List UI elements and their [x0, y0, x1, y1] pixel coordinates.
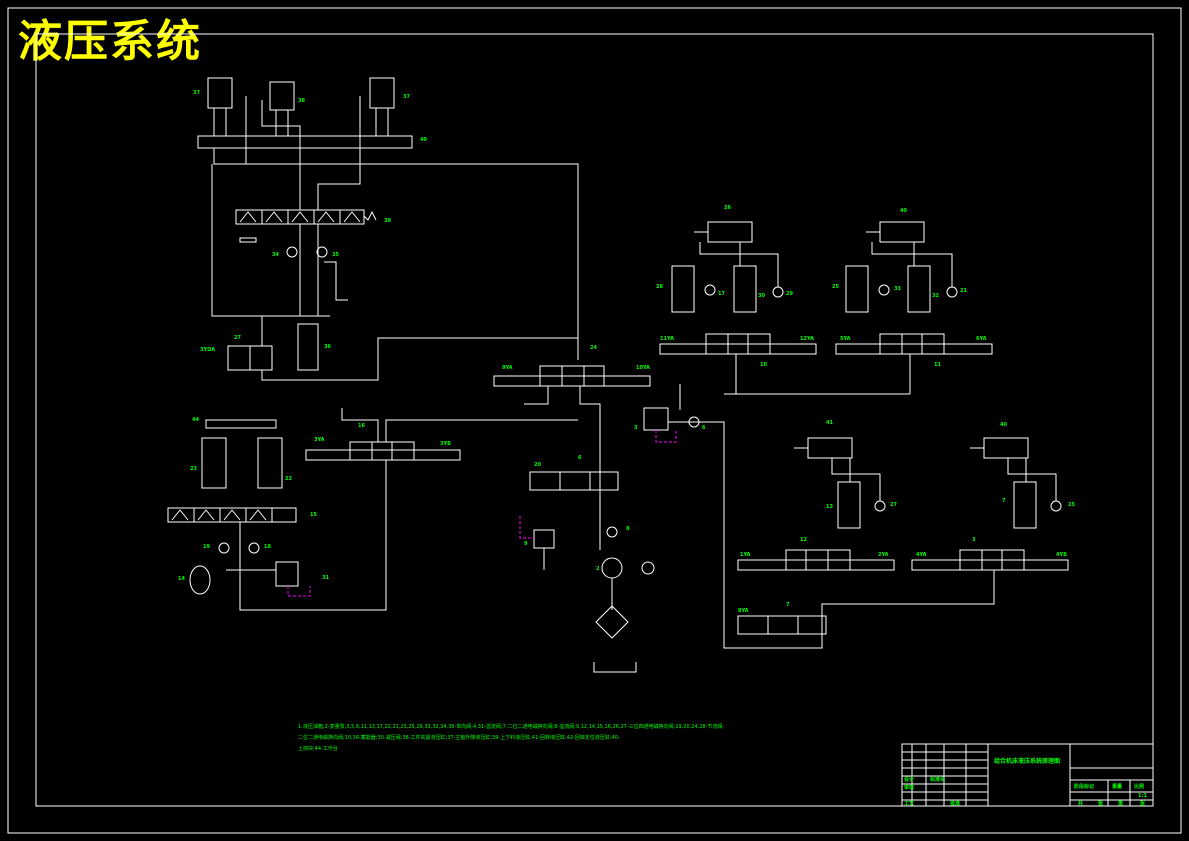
label-v17: 17 — [718, 291, 725, 297]
title-block — [901, 743, 1154, 807]
label-v11: 11 — [934, 362, 941, 368]
label-v32: 32 — [932, 293, 939, 299]
label-bar40: 40 — [420, 137, 427, 143]
label-r12: 12 — [800, 537, 807, 543]
label-v4yb: 4YB — [1056, 552, 1067, 558]
label-c29: 29 — [786, 291, 793, 297]
label-mv39: 39 — [384, 218, 391, 224]
tb-stage: 阶段标记 — [1074, 783, 1094, 790]
label-c42: 40 — [1000, 422, 1007, 428]
label-r18: 18 — [264, 544, 271, 550]
label-v4: 6 — [578, 455, 582, 461]
tb-process: 工艺 — [904, 800, 914, 807]
left-cylinder-group — [167, 419, 387, 611]
tb-weight: 重量 — [1112, 783, 1122, 790]
label-c41: 41 — [826, 420, 833, 426]
label-v3yb: 3YB — [440, 441, 451, 447]
tb-approve: 批准 — [950, 800, 960, 807]
label-v27: 27 — [234, 335, 241, 341]
drawing-title: 组合机床液压系统原理图 — [994, 757, 1060, 765]
valve-27-group — [227, 316, 578, 381]
label-c30: 30 — [758, 293, 765, 299]
note-line-3: 上挡块;44-工作台 — [298, 745, 338, 752]
note-line-2: 二位二通电磁换向阀;10,36-蓄能器;30-减压阀;38-工件夹紧液压缸;37… — [298, 734, 620, 741]
tb-sheet2: 张 — [1140, 800, 1146, 807]
label-v3ya: 3YA — [314, 437, 325, 443]
label-v4: 3 — [972, 537, 976, 543]
label-r25: 25 — [832, 284, 839, 290]
label-v36: 36 — [324, 344, 331, 350]
label-r23: 23 — [190, 466, 197, 472]
outer-border — [7, 7, 1182, 834]
label-v31: 31 — [322, 575, 329, 581]
label-r14: 14 — [178, 576, 185, 582]
note-line-1: 1-液压油箱;2-变量泵;3,5,6,11,13,17,22,21,23,25,… — [298, 723, 724, 730]
tb-scale-value: 1:1 — [1138, 793, 1147, 799]
tb-standard: 标准化 — [929, 776, 945, 783]
label-c27: 27 — [890, 502, 897, 508]
label-v8: 8 — [626, 526, 630, 532]
pilot-line-2 — [519, 516, 534, 539]
label-vm1: 5YA — [840, 336, 851, 342]
label-cyl37b: 37 — [403, 94, 410, 100]
top-cylinder-group — [197, 77, 579, 360]
label-c40: 40 — [900, 208, 907, 214]
label-vm7: 11YA — [660, 336, 674, 342]
label-sv24: 24 — [590, 345, 597, 351]
label-v20: 20 — [534, 462, 541, 468]
label-vm2: 6YA — [976, 336, 987, 342]
label-cyl38: 38 — [298, 98, 305, 104]
tb-no: 第 — [1118, 800, 1123, 807]
label-v2ya: 2YA — [878, 552, 889, 558]
label-c33: 33 — [894, 286, 901, 292]
tb-total: 共 — [1078, 800, 1083, 807]
right-bottom-group — [737, 437, 1069, 635]
page-title: 液压系统 — [18, 16, 202, 67]
label-cv34: 34 — [272, 252, 279, 258]
label-cyl37a: 37 — [193, 90, 200, 96]
tb-design: 设计 — [904, 776, 914, 783]
label-p2: 2 — [596, 566, 600, 572]
multi-valve-39 — [235, 209, 377, 316]
label-v21: 21 — [960, 288, 967, 294]
label-v4ya: 4YA — [916, 552, 927, 558]
label-v1ya: 1YA — [740, 552, 751, 558]
right-top-group — [659, 221, 993, 394]
label-vm5: 9YA — [502, 365, 513, 371]
label-r22: 22 — [285, 476, 292, 482]
tb-scale-label: 比例 — [1134, 783, 1144, 790]
label-v9: 9 — [524, 541, 528, 547]
label-v7: 7 — [1002, 498, 1006, 504]
center-valve-group — [493, 365, 910, 673]
label-r15: 15 — [310, 512, 317, 518]
tb-review: 审核 — [904, 784, 914, 791]
label-vm8: 12YA — [800, 336, 814, 342]
label-c44: 44 — [192, 417, 199, 423]
tb-sheet: 张 — [1098, 800, 1104, 807]
label-cv35: 35 — [332, 252, 339, 258]
solenoid-valve-16 — [305, 408, 578, 461]
label-v3: 3 — [634, 425, 638, 431]
label-v16: 16 — [358, 423, 365, 429]
label-vm4: 8YA — [738, 608, 749, 614]
label-v5: 6 — [702, 425, 706, 431]
label-vm6: 10YA — [636, 365, 650, 371]
label-r28: 28 — [656, 284, 663, 290]
label-c25: 25 — [1068, 502, 1075, 508]
pilot-line-3 — [287, 586, 311, 597]
label-v3yd: 3YDA — [200, 347, 215, 353]
pilot-line-1 — [655, 430, 677, 443]
label-v7b: 7 — [786, 602, 790, 608]
label-r19: 19 — [203, 544, 210, 550]
label-r13: 13 — [826, 504, 833, 510]
label-c26: 26 — [724, 205, 731, 211]
label-v10: 10 — [760, 362, 767, 368]
inner-border — [35, 33, 1154, 807]
